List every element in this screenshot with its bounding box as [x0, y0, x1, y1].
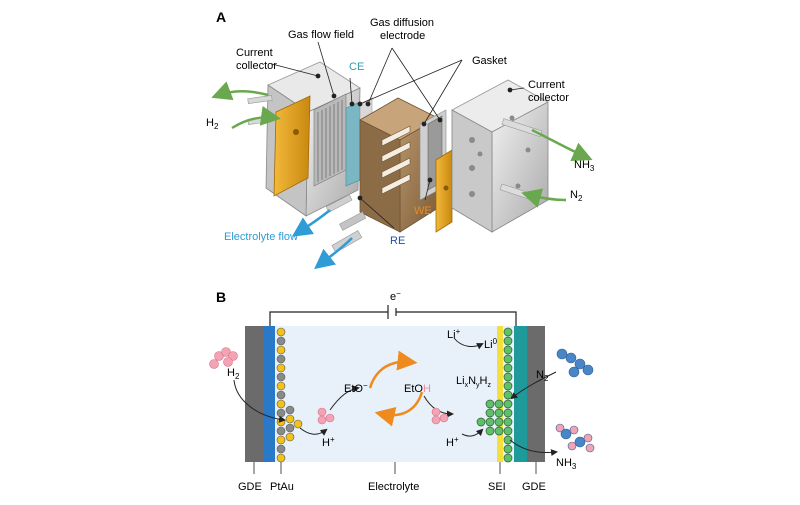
label-electrolyte-flow: Electrolyte flow	[224, 231, 298, 243]
label-h-plus-left: H+	[322, 435, 335, 449]
hydrogen-molecules	[209, 347, 449, 425]
label-ce: CE	[349, 61, 364, 73]
reaction-arrows	[233, 337, 558, 457]
n2-in-arrow	[521, 188, 567, 208]
cycle-arrow-top	[368, 350, 418, 389]
sei-layer	[497, 326, 503, 462]
panel-b-letter: B	[216, 289, 226, 305]
label-h-plus-right: H+	[446, 435, 459, 449]
ptau-layer	[263, 326, 275, 462]
label-we: WE	[414, 205, 432, 217]
callout-lines	[271, 41, 525, 229]
sei-particles	[476, 327, 513, 463]
left-gold-plate	[273, 95, 311, 197]
label-gas-diffusion-2: electrode	[380, 30, 425, 42]
label-current-collector-left-1: Current	[236, 47, 273, 59]
label-h2: H2	[206, 117, 219, 131]
label-gas-flow-field: Gas flow field	[288, 29, 354, 41]
electrolyte-region	[245, 326, 545, 462]
label-lixnyhz: LixNyHz	[456, 375, 491, 389]
bottom-ticks	[253, 462, 537, 474]
label-b-nh3: NH3	[556, 457, 577, 471]
label-gasket: Gasket	[472, 55, 507, 67]
nitrogen-molecules	[556, 348, 594, 378]
label-gde-right: GDE	[522, 481, 546, 493]
electrolyte-out-arrow	[291, 209, 331, 237]
gas-flow-field	[313, 93, 347, 187]
label-gde-left: GDE	[238, 481, 262, 493]
label-b-n2: N2	[536, 369, 549, 383]
label-li0: Li0	[484, 337, 498, 351]
ammonia-molecules	[555, 423, 595, 453]
label-etoh: EtOH	[404, 383, 431, 395]
gde-right-layer	[527, 326, 545, 462]
cycle-arrow-bottom	[374, 391, 424, 427]
h2-in-arrow	[231, 105, 281, 130]
gde-right-teal-layer	[514, 326, 527, 462]
label-ptau: PtAu	[270, 481, 294, 493]
label-li-plus: Li+	[447, 327, 461, 341]
right-gold-plate	[435, 149, 453, 233]
label-b-h2: H2	[227, 367, 240, 381]
ptau-particles	[276, 327, 303, 463]
label-current-collector-left-2: collector	[236, 60, 277, 72]
panel-a-letter: A	[216, 9, 226, 25]
h2-out-arrow	[211, 81, 269, 101]
ce-layer	[345, 101, 361, 187]
label-gas-diffusion-1: Gas diffusion	[370, 17, 434, 29]
label-current-collector-right-1: Current	[528, 79, 565, 91]
label-nh3: NH3	[574, 159, 595, 173]
label-sei: SEI	[488, 481, 506, 493]
label-electrolyte: Electrolyte	[368, 481, 419, 493]
electrolyte-in-arrow	[314, 237, 353, 270]
label-current-collector-right-2: collector	[528, 92, 569, 104]
label-re: RE	[390, 235, 405, 247]
nh3-out-arrow	[531, 128, 593, 162]
label-eto-minus: EtO−	[344, 381, 368, 395]
label-n2: N2	[570, 189, 583, 203]
gde-left-layer	[245, 326, 263, 462]
external-circuit	[269, 305, 517, 326]
label-electron: e−	[390, 289, 401, 303]
